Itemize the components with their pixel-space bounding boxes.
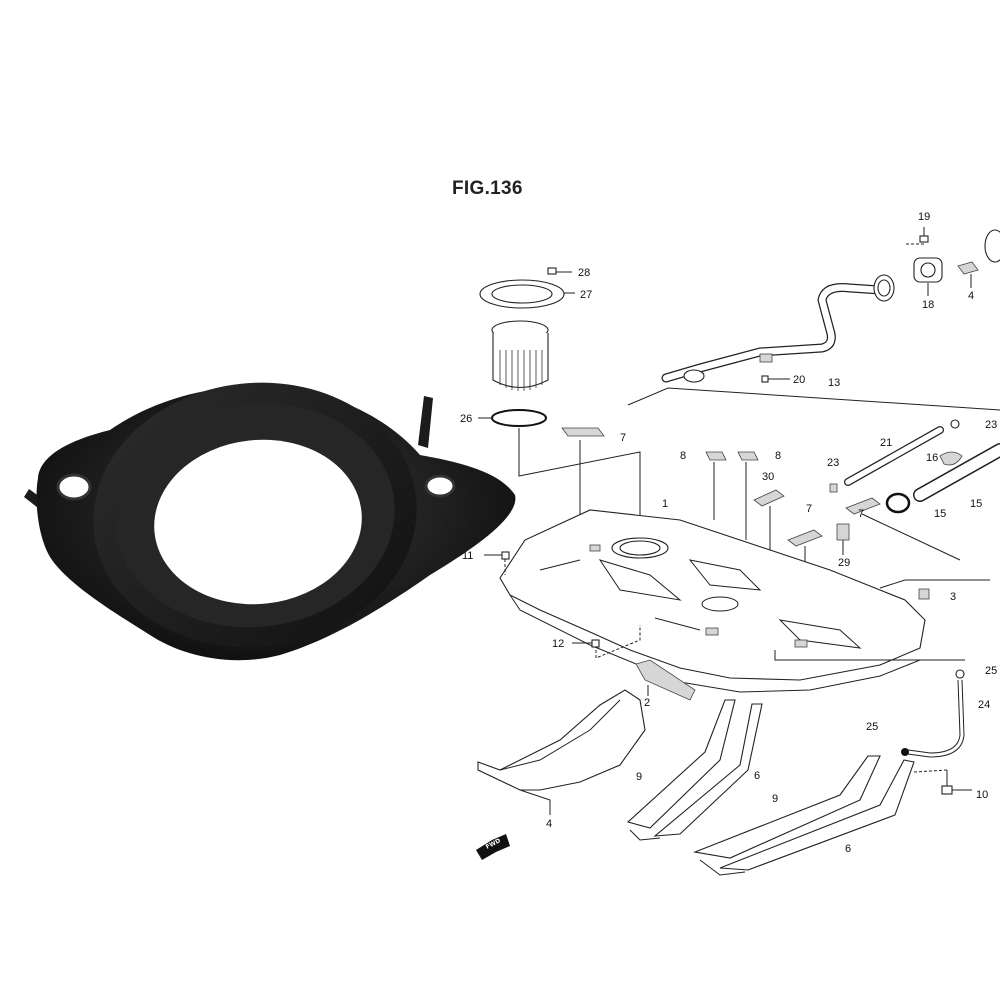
callout-7-right: 7 (858, 508, 864, 520)
clamp-25-top (955, 669, 965, 679)
pad-8-right (737, 451, 759, 461)
callout-21: 21 (880, 437, 892, 449)
heat-shield-assembly (477, 659, 696, 815)
pipe-clip (759, 353, 773, 363)
gasket-eye-right (424, 474, 456, 498)
callout-labels: 19 28 27 4 18 20 13 26 7 23 21 8 8 16 23… (460, 211, 997, 855)
fuel-pump-assembly (478, 267, 641, 545)
callout-28: 28 (578, 267, 590, 279)
callout-10: 10 (976, 789, 988, 801)
vent-tube-24 (901, 669, 965, 758)
tank-shell (499, 509, 926, 681)
callout-11: 11 (462, 550, 473, 562)
strap-9-left (626, 699, 736, 829)
screw-28 (547, 267, 557, 275)
pad-7-mid (787, 529, 823, 547)
callout-8-left: 8 (680, 450, 686, 462)
callout-2: 2 (644, 697, 650, 709)
pad-7-right (845, 497, 881, 515)
figure-title: FIG.136 (452, 178, 523, 199)
insulator-pads (561, 427, 961, 610)
callout-29: 29 (838, 557, 850, 569)
callout-30: 30 (762, 471, 774, 483)
callout-4-bottom: 4 (546, 818, 552, 830)
connector-29 (836, 523, 850, 541)
gasket-pin-right (418, 396, 433, 448)
strap-6-left (653, 703, 763, 837)
clamp-16 (939, 451, 963, 466)
callout-9-left: 9 (636, 771, 642, 783)
filler-pipe-assembly (627, 227, 1000, 411)
callout-8-right: 8 (775, 450, 781, 462)
bolt-10 (941, 785, 953, 795)
o-ring-26 (491, 409, 547, 427)
heat-shield-4 (477, 689, 646, 791)
callout-15-right: 15 (970, 498, 982, 510)
tube-24 (907, 679, 965, 758)
clamp-23-top (950, 419, 960, 429)
callout-25-bottom: 25 (866, 721, 878, 733)
bolt-12 (591, 639, 600, 648)
callout-15-left: 15 (934, 508, 946, 520)
vent-hoses (829, 419, 1000, 514)
strap-9-right (692, 755, 881, 859)
callout-26: 26 (460, 413, 472, 425)
filler-cap (984, 229, 1000, 263)
pad-8-left (705, 451, 727, 461)
callout-9-right: 9 (772, 793, 778, 805)
pump-module-body (492, 333, 549, 389)
filler-pipe-13 (661, 283, 885, 383)
callout-25-top: 25 (985, 665, 997, 677)
callout-23-mid: 23 (827, 457, 839, 469)
callout-16: 16 (926, 452, 938, 464)
strap-6-right (719, 759, 915, 871)
callout-4-top: 4 (968, 290, 974, 302)
callout-13: 13 (828, 377, 840, 389)
callout-19: 19 (918, 211, 930, 223)
bolt-20 (761, 375, 769, 383)
callout-18: 18 (922, 299, 934, 311)
callout-6-right: 6 (845, 843, 851, 855)
pad-30 (753, 489, 785, 507)
clamp-15 (885, 492, 911, 514)
callout-24: 24 (978, 699, 990, 711)
clip-4-top (957, 261, 979, 275)
clamp-25-bottom (901, 748, 909, 756)
callout-7-mid: 7 (806, 503, 812, 515)
callout-6-left: 6 (754, 770, 760, 782)
clamp-23-mid (829, 483, 838, 493)
callout-20: 20 (793, 374, 805, 386)
callout-27: 27 (580, 289, 592, 301)
front-direction-marker: FWD (476, 834, 510, 860)
callout-7-left: 7 (620, 432, 626, 444)
bolt-11 (501, 551, 510, 560)
tank-straps (626, 699, 972, 876)
bracket-2 (635, 659, 696, 701)
fuel-pump-gasket-image (24, 382, 516, 661)
clip-3 (918, 588, 930, 600)
pad-7-left (561, 427, 605, 437)
callout-1: 1 (662, 498, 668, 510)
callout-12: 12 (552, 638, 564, 650)
callout-23-top: 23 (985, 419, 997, 431)
fuel-tank-1 (484, 509, 990, 693)
gasket-eye-left (56, 473, 92, 501)
screw-19 (919, 235, 929, 243)
gasket-center-hole (154, 439, 362, 605)
callout-3: 3 (950, 591, 956, 603)
